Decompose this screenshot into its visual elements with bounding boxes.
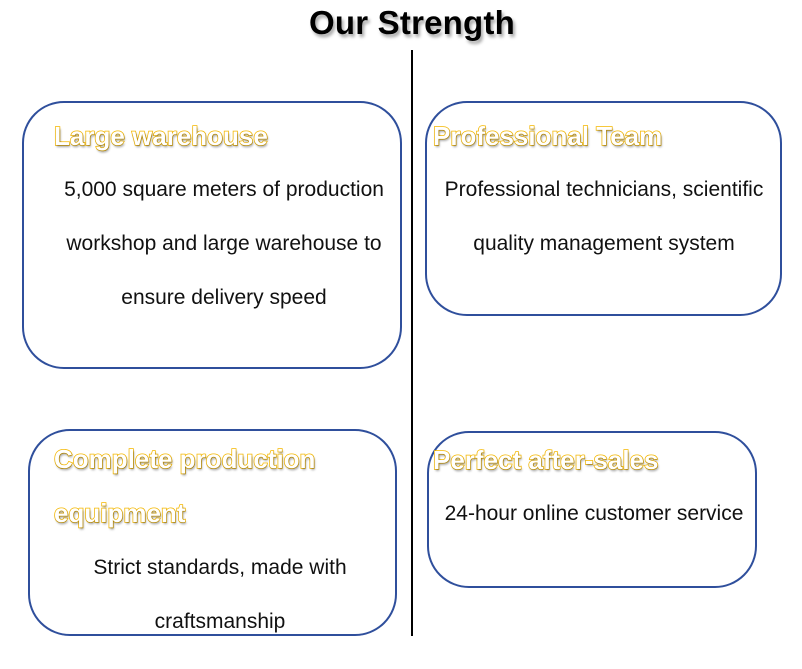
card-complete-production-equipment: Complete production equipment Strict sta… [28, 429, 397, 636]
card-title: Large warehouse [53, 120, 268, 152]
card-perfect-after-sales: Perfect after-sales 24-hour online custo… [427, 431, 757, 588]
card-title: Professional Team [432, 120, 663, 152]
card-description: Professional technicians, scientific qua… [444, 178, 764, 255]
card-professional-team: Professional Team Professional technicia… [425, 101, 782, 316]
card-large-warehouse: Large warehouse 5,000 square meters of p… [22, 101, 402, 369]
card-title: Perfect after-sales [432, 444, 659, 476]
card-description: 24-hour online customer service [444, 502, 744, 525]
card-description: 5,000 square meters of production worksh… [64, 178, 384, 309]
card-title: Complete production equipment [53, 443, 316, 529]
vertical-divider [411, 50, 413, 636]
card-description: Strict standards, made with craftsmanshi… [93, 556, 347, 633]
page-title: Our Strength [309, 4, 515, 41]
